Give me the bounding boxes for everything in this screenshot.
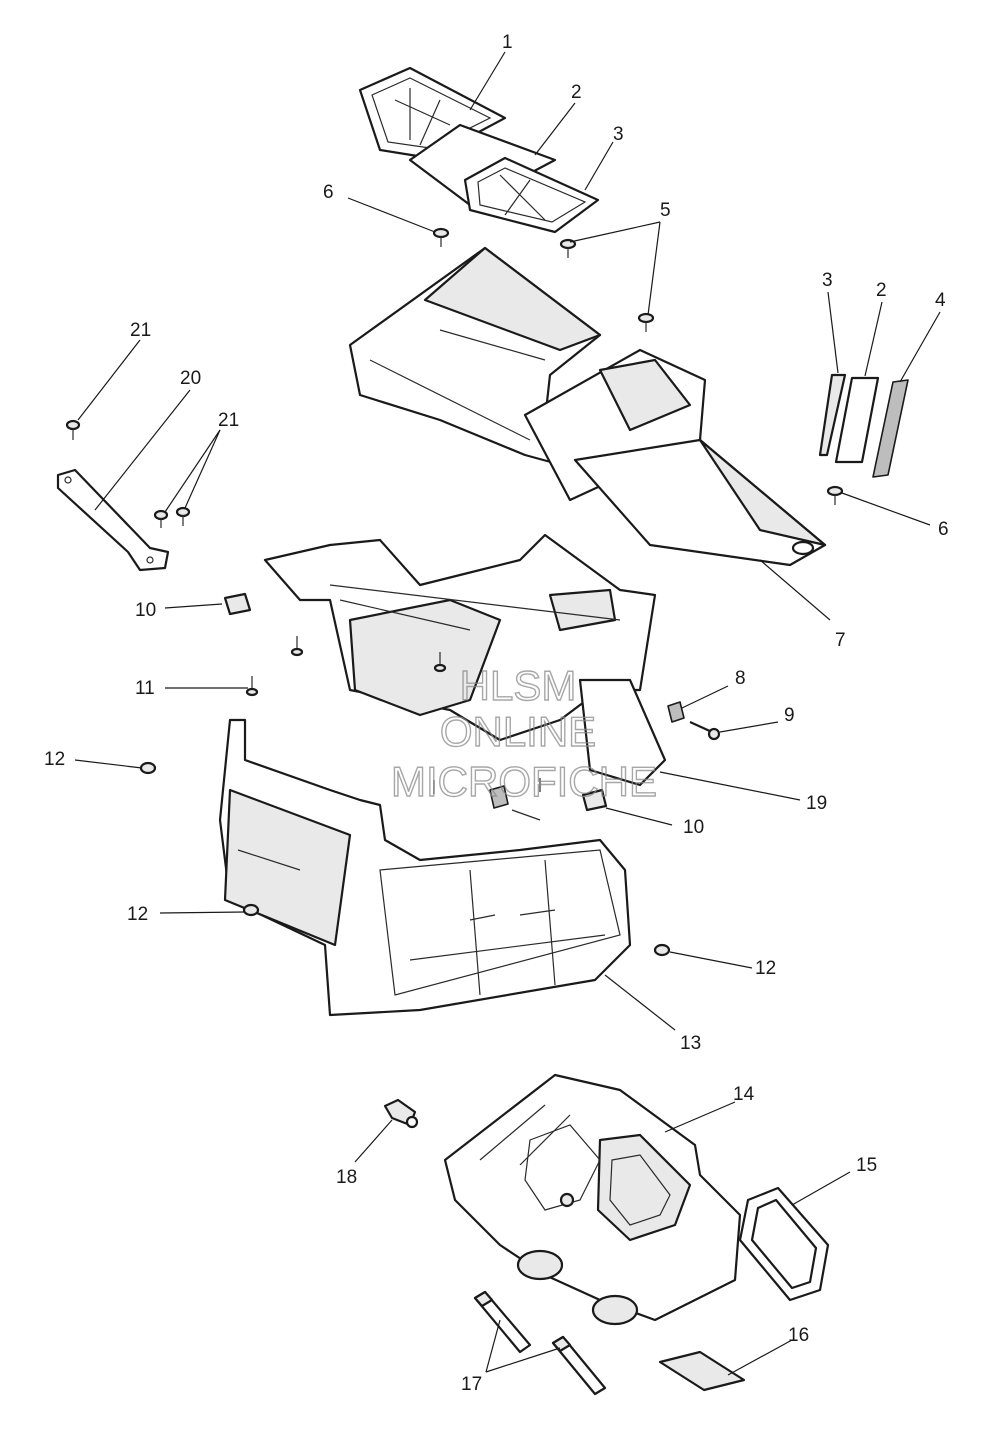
callout-16: 16 — [788, 1325, 809, 1346]
callout-21-mid: 21 — [218, 410, 239, 431]
callout-17: 17 — [461, 1374, 482, 1395]
part-7-rear-duct — [573, 438, 827, 567]
callout-6-top: 6 — [323, 182, 334, 203]
part-17-clip-b — [551, 1335, 607, 1396]
screw-12-a — [139, 761, 157, 775]
side-frame-4 — [872, 379, 909, 478]
callout-3: 3 — [613, 124, 624, 145]
callout-9: 9 — [784, 705, 795, 726]
screw-21-c — [175, 506, 191, 526]
clip-10-left — [223, 592, 252, 616]
callout-5: 5 — [660, 200, 671, 221]
watermark-line-3: MICROFICHE — [391, 758, 657, 805]
callout-13: 13 — [680, 1033, 701, 1054]
part-16-pad — [658, 1350, 746, 1392]
callout-numbers: 1 2 3 5 6 3 2 4 21 20 21 6 10 7 11 8 9 1… — [44, 32, 949, 1395]
callout-6-right: 6 — [938, 519, 949, 540]
callout-18: 18 — [336, 1167, 357, 1188]
clip-10-right — [581, 788, 608, 812]
main-airbox-housing — [263, 533, 667, 787]
fasteners-19 — [433, 778, 541, 821]
callout-10-right: 10 — [683, 817, 704, 838]
callout-14: 14 — [733, 1084, 755, 1105]
screw-6-right — [826, 485, 844, 505]
callout-2: 2 — [571, 82, 582, 103]
screw-12-c — [653, 943, 671, 957]
fastener-8 — [667, 701, 685, 723]
screw-12-b — [242, 903, 260, 917]
part-20-bracket — [56, 468, 170, 572]
screw-11-c — [433, 652, 447, 673]
callout-8: 8 — [735, 668, 746, 689]
side-filter-2 — [834, 376, 880, 464]
part-18-clamp — [383, 1098, 419, 1129]
screw-11-a — [290, 636, 304, 657]
callout-2-side: 2 — [876, 280, 887, 301]
part-2-filter-sheet — [408, 123, 557, 207]
callout-11: 11 — [135, 678, 155, 699]
side-grille-3 — [818, 373, 847, 457]
screw-21-b — [153, 509, 169, 528]
callout-15: 15 — [856, 1155, 877, 1176]
screw-21-a — [65, 419, 81, 440]
screw-5-a — [559, 238, 577, 258]
bolt-9 — [689, 720, 721, 741]
callout-12-left: 12 — [44, 749, 65, 770]
part-15-gasket — [738, 1186, 830, 1302]
screw-6-top — [432, 227, 450, 247]
callout-20: 20 — [180, 368, 201, 389]
callout-12-mid: 12 — [127, 904, 148, 925]
watermark: HLSM ONLINE MICROFICHE — [390, 661, 657, 805]
leader-lines — [74, 51, 941, 1376]
callout-21-top: 21 — [130, 320, 151, 341]
watermark-line-2: ONLINE — [440, 708, 596, 755]
callout-1: 1 — [502, 32, 513, 53]
callout-4: 4 — [935, 290, 946, 311]
screw-11-b — [245, 676, 259, 697]
part-14-airbox-base — [443, 1073, 742, 1326]
callout-12-right: 12 — [755, 958, 776, 979]
screw-5-b — [637, 312, 655, 332]
callout-7: 7 — [835, 630, 846, 651]
part-3-grille — [463, 156, 600, 234]
upper-airbox-cover — [348, 246, 707, 502]
part-17-clip-a — [473, 1290, 532, 1354]
callout-19: 19 — [806, 793, 827, 814]
watermark-line-1: HLSM — [460, 662, 577, 709]
callout-10-left: 10 — [135, 600, 156, 621]
callout-3-side: 3 — [822, 270, 833, 291]
